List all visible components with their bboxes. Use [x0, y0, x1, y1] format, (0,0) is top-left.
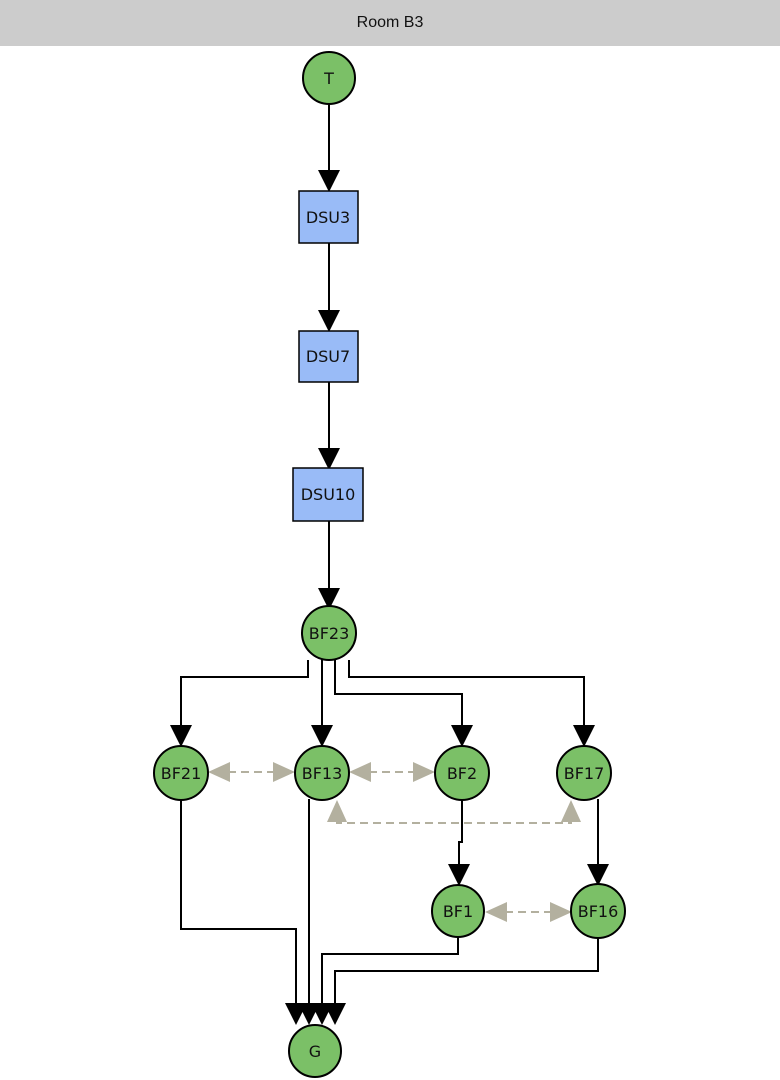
- node-BF1[interactable]: BF1: [431, 884, 485, 938]
- link-arrow-BF13-bottom: [327, 800, 347, 822]
- node-label: G: [309, 1042, 321, 1061]
- node-label: DSU3: [306, 208, 350, 227]
- node-label: BF17: [564, 764, 605, 783]
- arrowhead-BF1: [448, 864, 470, 886]
- node-BF2[interactable]: BF2: [434, 745, 490, 801]
- link-arrow-BF13-left: [273, 762, 295, 782]
- node-label: BF1: [443, 902, 473, 921]
- link-BF13-BF17: [336, 820, 572, 824]
- arrowhead-BF2: [451, 725, 473, 747]
- link-arrow-BF1: [485, 902, 507, 922]
- node-label: BF13: [302, 764, 343, 783]
- node-BF23[interactable]: BF23: [301, 605, 357, 661]
- arrowhead-BF21: [170, 725, 192, 747]
- node-label: BF2: [447, 764, 477, 783]
- edge-BF16-G: [334, 937, 599, 1004]
- edge-BF23-BF2: [334, 659, 463, 728]
- node-BF21[interactable]: BF21: [153, 745, 209, 801]
- node-label: DSU7: [306, 347, 350, 366]
- link-arrow-BF17-bottom: [561, 800, 581, 822]
- links: [228, 771, 572, 913]
- room-title: Room B3: [356, 14, 424, 31]
- node-label: BF16: [578, 902, 619, 921]
- arrowhead-BF13: [311, 725, 333, 747]
- node-label: BF23: [309, 624, 350, 643]
- node-G[interactable]: G: [288, 1024, 342, 1078]
- edge-BF21-G: [180, 799, 297, 1004]
- node-T[interactable]: T: [302, 51, 356, 105]
- arrowheads: [170, 170, 609, 1025]
- arrowhead-DSU3: [318, 170, 340, 192]
- room-header: Room B3: [0, 0, 780, 46]
- edge-BF23-BF17: [348, 660, 585, 728]
- arrowhead-G-4: [324, 1003, 346, 1025]
- link-arrowheads: [208, 762, 581, 922]
- arrowhead-DSU10: [318, 448, 340, 470]
- node-label: DSU10: [301, 485, 356, 504]
- edge-BF2-BF1: [458, 799, 463, 866]
- edge-BF1-G: [321, 937, 459, 1004]
- node-DSU10[interactable]: DSU10: [292, 467, 364, 522]
- link-arrow-BF16: [550, 902, 572, 922]
- arrowhead-BF16: [587, 864, 609, 886]
- node-BF13[interactable]: BF13: [294, 745, 350, 801]
- link-arrow-BF13-right: [349, 762, 371, 782]
- node-label: BF21: [161, 764, 202, 783]
- edge-BF23-BF21: [180, 660, 309, 728]
- node-label: T: [323, 69, 334, 88]
- node-BF17[interactable]: BF17: [556, 745, 612, 801]
- arrowhead-BF23: [318, 588, 340, 610]
- link-arrow-BF21: [208, 762, 230, 782]
- node-DSU3[interactable]: DSU3: [298, 190, 359, 244]
- arrowhead-DSU7: [318, 310, 340, 332]
- link-arrow-BF2: [413, 762, 435, 782]
- node-DSU7[interactable]: DSU7: [298, 330, 359, 383]
- edges: [180, 104, 599, 1004]
- node-BF16[interactable]: BF16: [570, 883, 626, 939]
- arrowhead-BF17: [573, 725, 595, 747]
